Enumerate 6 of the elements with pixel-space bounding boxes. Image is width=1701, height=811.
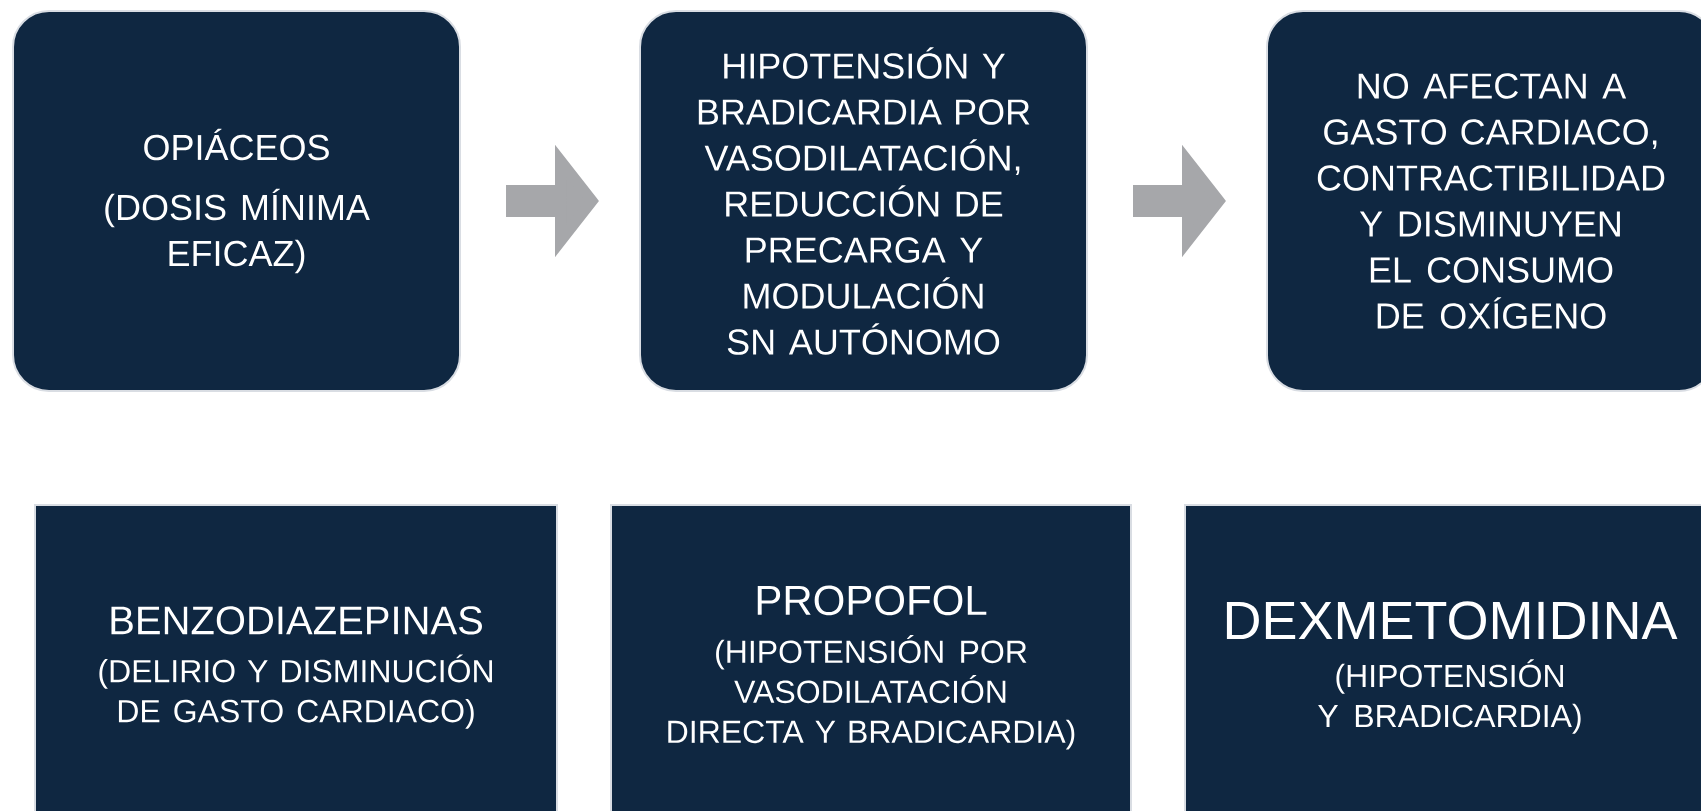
rounded-box: HIPOTENSIÓN Y BRADICARDIA POR VASODILATACIÓN, REDUCCIÓN DE PRECARGA Y MODULACIÓN SN AUTÓNOMO xyxy=(639,10,1088,392)
rounded-box: NO AFECTAN A GASTO CARDIACO, CONTRACTIBILIDAD Y DISMINUYEN EL CONSUMO DE OXÍGENO xyxy=(1266,10,1701,392)
text-box: BENZODIAZEPINAS (DELIRIO Y DISMINUCIÓN DE GASTO CARDIACO) xyxy=(34,504,558,811)
rounded-box: OPIÁCEOS (DOSIS MÍNIMA EFICAZ) xyxy=(12,10,461,392)
text-box: PROPOFOL (HIPOTENSIÓN POR VASODILATACIÓN DIRECTA Y BRADICARDIA) xyxy=(610,504,1132,811)
text-box: DEXMETOMIDINA (HIPOTENSIÓN Y BRADICARDIA) xyxy=(1184,504,1701,811)
